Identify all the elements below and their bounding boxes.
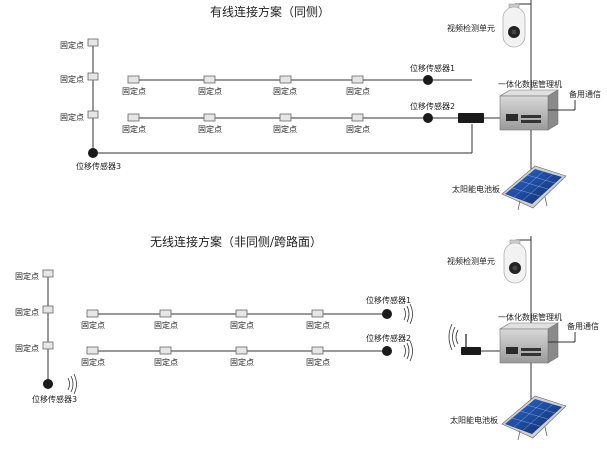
fixed-point-marker xyxy=(127,113,140,122)
fixed-point-label: 固定点 xyxy=(230,357,254,367)
fixed-point-label: 固定点 xyxy=(154,357,178,367)
fixed-point-label: 固定点 xyxy=(273,124,297,134)
fixed-point-marker xyxy=(86,346,99,355)
wireless-section: 无线连接方案（非同侧/跨路面） 固定点 固定点 固定点 位移传感器3 固定点 固 xyxy=(15,234,599,441)
sensor-node-3 xyxy=(43,379,53,389)
fixed-point-label: 固定点 xyxy=(60,74,84,84)
solar-panel-icon xyxy=(501,165,567,211)
fixed-point-label: 固定点 xyxy=(122,124,146,134)
solar-label: 太阳能电池板 xyxy=(450,415,498,425)
fixed-point-marker xyxy=(203,113,216,122)
wireless-row-2: 固定点 固定点 固定点 固定点 位移传感器2 xyxy=(81,333,413,367)
fixed-point-label: 固定点 xyxy=(15,307,39,317)
wired-row-1: 固定点 固定点 固定点 固定点 位移传感器1 xyxy=(122,63,455,96)
fixed-point-marker xyxy=(86,309,99,318)
fixed-point-label: 固定点 xyxy=(306,320,330,330)
fixed-point-marker xyxy=(87,72,99,81)
wireless-manager-unit xyxy=(498,322,560,364)
fixed-point-marker xyxy=(42,341,54,350)
fixed-point-label: 固定点 xyxy=(81,357,105,367)
fixed-point-marker xyxy=(87,110,99,119)
backup-comm-label: 备用通信 xyxy=(567,321,599,331)
camera-icon xyxy=(503,239,527,284)
fixed-point-marker xyxy=(235,346,248,355)
fixed-point-marker xyxy=(351,75,364,84)
sensor1-label: 位移传感器1 xyxy=(366,295,411,305)
sensor2-label: 位移传感器2 xyxy=(410,101,455,111)
camera-label: 视频检测单元 xyxy=(447,23,495,33)
wired-row-2: 固定点 固定点 固定点 固定点 位移传感器2 xyxy=(122,101,455,134)
fixed-point-marker xyxy=(311,309,324,318)
wired-manager-unit xyxy=(498,89,560,131)
wired-vertical-chain: 固定点 固定点 固定点 位移传感器3 xyxy=(60,38,121,171)
fixed-point-marker xyxy=(351,113,364,122)
fixed-point-label: 固定点 xyxy=(306,357,330,367)
fixed-point-marker xyxy=(87,38,99,47)
sensor3-label: 位移传感器3 xyxy=(32,394,77,404)
fixed-point-marker xyxy=(279,75,292,84)
fixed-point-label: 固定点 xyxy=(81,320,105,330)
wired-cabling xyxy=(98,79,500,154)
fixed-point-marker xyxy=(279,113,292,122)
fixed-point-marker xyxy=(42,305,54,314)
wireless-vertical-chain: 固定点 固定点 固定点 位移传感器3 xyxy=(15,269,77,404)
fixed-point-label: 固定点 xyxy=(60,112,84,122)
fixed-point-marker xyxy=(159,309,172,318)
wireless-signal-icon xyxy=(403,303,413,325)
fixed-point-marker xyxy=(127,75,140,84)
backup-comm-label: 备用通信 xyxy=(569,89,601,99)
wired-title: 有线连接方案（同侧） xyxy=(210,4,330,19)
wireless-row-1: 固定点 固定点 固定点 固定点 位移传感器1 xyxy=(81,295,413,330)
sensor-node-2 xyxy=(382,346,392,356)
sensor1-label: 位移传感器1 xyxy=(410,63,455,73)
wireless-signal-icon xyxy=(448,323,459,351)
fixed-point-marker xyxy=(235,309,248,318)
manager-label: 一体化数据管理机 xyxy=(498,79,562,89)
sensor2-label: 位移传感器2 xyxy=(366,333,411,343)
wireless-signal-icon xyxy=(67,373,77,395)
fixed-point-marker xyxy=(203,75,216,84)
sensor3-label: 位移传感器3 xyxy=(76,161,121,171)
fixed-point-marker xyxy=(159,346,172,355)
fixed-point-label: 固定点 xyxy=(273,86,297,96)
fixed-point-label: 固定点 xyxy=(15,271,39,281)
wireless-title: 无线连接方案（非同侧/跨路面） xyxy=(150,234,322,249)
solar-label: 太阳能电池板 xyxy=(452,184,500,194)
fixed-point-marker xyxy=(311,346,324,355)
sensor-node-3 xyxy=(88,148,98,158)
fixed-point-label: 固定点 xyxy=(346,124,370,134)
fixed-point-label: 固定点 xyxy=(122,86,146,96)
wireless-receiver xyxy=(448,323,500,355)
fixed-point-label: 固定点 xyxy=(154,320,178,330)
sensor-node-1 xyxy=(382,309,392,319)
wireless-signal-icon xyxy=(403,340,413,362)
connector-hub xyxy=(458,113,484,123)
fixed-point-label: 固定点 xyxy=(15,343,39,353)
wired-section: 有线连接方案（同侧） 固定点 固定点 固定点 位移传感器3 固定点 固定点 固定… xyxy=(60,0,601,211)
fixed-point-label: 固定点 xyxy=(60,40,84,50)
manager-label: 一体化数据管理机 xyxy=(498,312,562,322)
fixed-point-label: 固定点 xyxy=(198,86,222,96)
solar-panel-icon xyxy=(501,395,567,441)
camera-label: 视频检测单元 xyxy=(447,256,495,266)
camera-icon xyxy=(502,3,526,48)
fixed-point-label: 固定点 xyxy=(230,320,254,330)
fixed-point-label: 固定点 xyxy=(198,124,222,134)
sensor-node-1 xyxy=(423,75,433,85)
sensor-node-2 xyxy=(423,113,433,123)
fixed-point-marker xyxy=(42,269,54,278)
fixed-point-label: 固定点 xyxy=(346,86,370,96)
